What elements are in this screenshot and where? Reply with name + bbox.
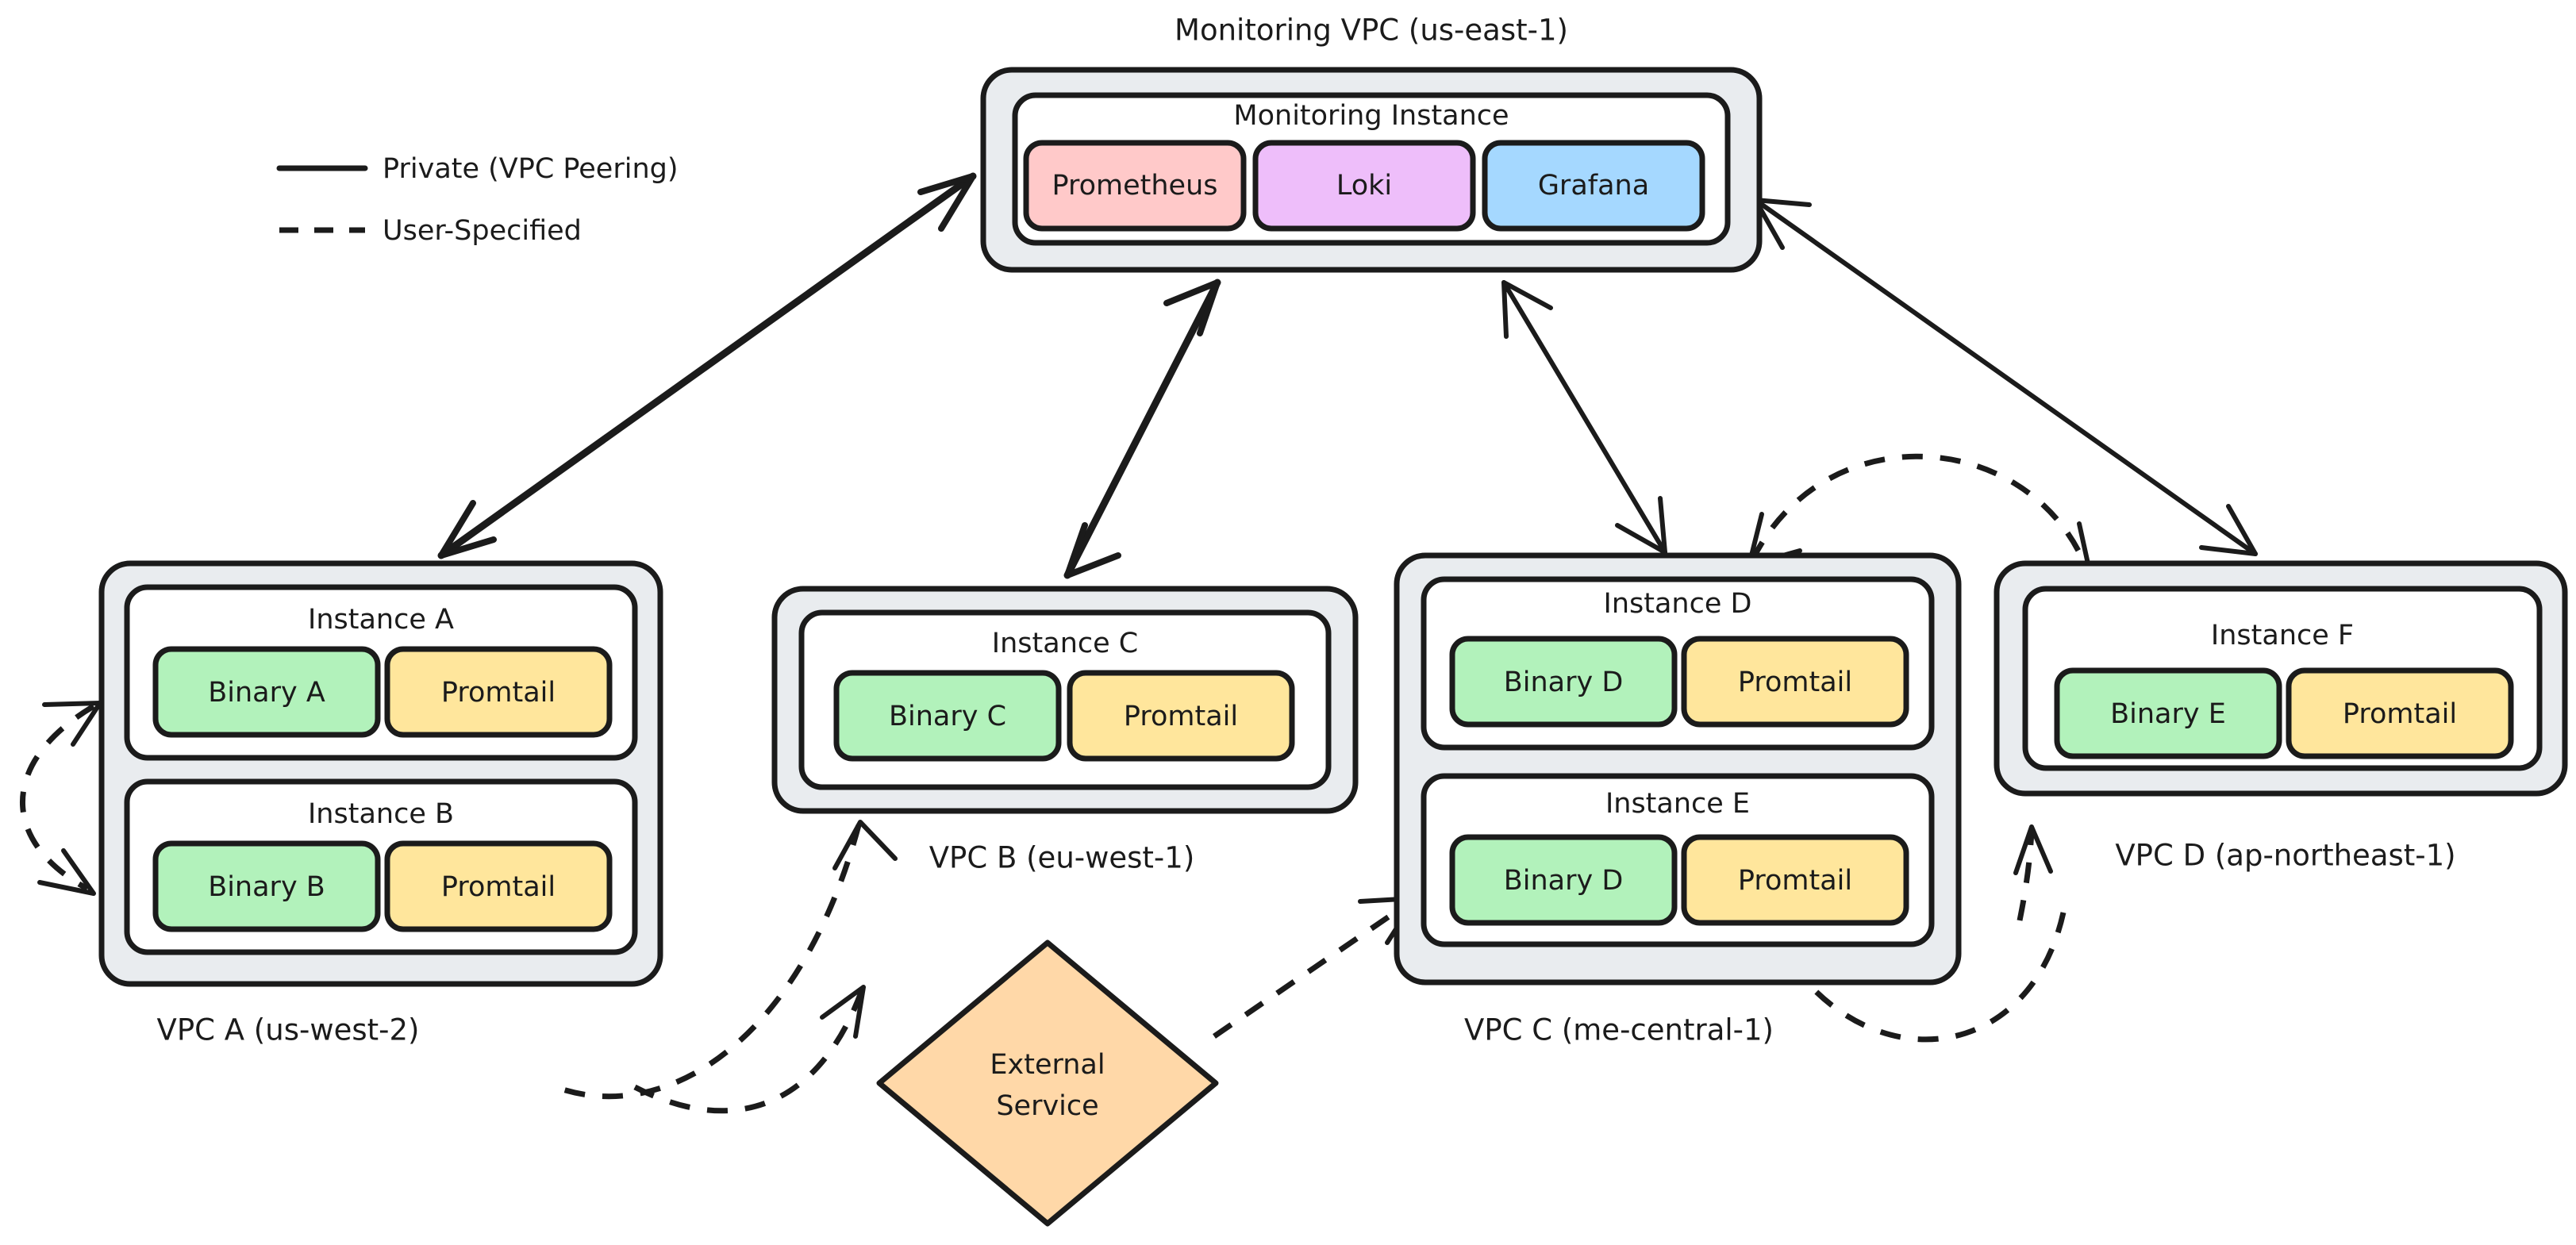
- vpc-c-title: VPC C (me-central-1): [1464, 1013, 1774, 1047]
- service-grafana-label: Grafana: [1538, 170, 1649, 202]
- instance-d-binary[interactable]: [1449, 636, 1678, 728]
- instance-f-promtail[interactable]: [2286, 667, 2514, 759]
- legend: Private (VPC Peering) User-Specified: [276, 153, 679, 247]
- instance-f-promtail-label: Promtail: [2343, 698, 2457, 730]
- instance-e-promtail[interactable]: [1681, 834, 1909, 926]
- service-prometheus-label: Prometheus: [1052, 170, 1217, 202]
- edge-monitoring-vpc-d: [1753, 198, 2258, 556]
- edge-instance-a-instance-b: [20, 701, 102, 896]
- instance-b-promtail[interactable]: [384, 840, 613, 932]
- edge-external-to-vpc-b: [633, 985, 866, 1114]
- instance-f-binary[interactable]: [2054, 667, 2282, 759]
- instance-b-binary-label: Binary B: [208, 871, 325, 903]
- vpc-a-title: VPC A (us-west-2): [157, 1013, 420, 1047]
- legend-label-private: Private (VPC Peering): [383, 153, 679, 185]
- service-loki[interactable]: [1252, 140, 1476, 232]
- instance-a-title: Instance A: [308, 604, 454, 636]
- vpc-b-title: VPC B (eu-west-1): [929, 841, 1195, 875]
- edge-vpc-b-to-vpc-a: [554, 820, 898, 1100]
- instance-b-promtail-label: Promtail: [441, 871, 556, 903]
- service-loki-label: Loki: [1336, 170, 1392, 202]
- edge-monitoring-vpc-b: [1063, 279, 1221, 579]
- instance-a-binary[interactable]: [152, 646, 381, 738]
- instance-c-promtail[interactable]: [1067, 670, 1295, 762]
- external-service-label-line1: External: [990, 1049, 1105, 1081]
- instance-c-promtail-label: Promtail: [1124, 701, 1238, 732]
- monitoring-instance-title: Monitoring Instance: [1233, 100, 1509, 132]
- instance-c-binary[interactable]: [833, 670, 1062, 762]
- vpc-a[interactable]: Instance A Binary A Promtail Instance B …: [98, 560, 663, 1047]
- edge-external-to-vpc-c: [1213, 896, 1418, 1039]
- instance-c-binary-label: Binary C: [889, 701, 1006, 732]
- service-grafana[interactable]: [1482, 140, 1705, 232]
- instance-e-promtail-label: Promtail: [1738, 865, 1852, 897]
- instance-d-promtail[interactable]: [1681, 636, 1909, 728]
- edge-monitoring-vpc-a: [437, 172, 977, 559]
- vpc-d-title: VPC D (ap-northeast-1): [2115, 839, 2455, 873]
- monitoring-vpc[interactable]: Monitoring VPC (us-east-1) Monitoring In…: [980, 13, 1763, 273]
- instance-f-title: Instance F: [2211, 620, 2354, 651]
- instance-e-binary-label: Binary D: [1504, 865, 1624, 897]
- instance-d-promtail-label: Promtail: [1738, 667, 1852, 698]
- instance-b-binary[interactable]: [152, 840, 381, 932]
- edge-vpc-d-entry: [2013, 824, 2053, 921]
- instance-d-binary-label: Binary D: [1504, 667, 1624, 698]
- instance-c-title: Instance C: [992, 628, 1138, 659]
- external-service[interactable]: External Service: [876, 940, 1219, 1227]
- external-service-label-line2: Service: [996, 1090, 1098, 1122]
- vpc-b[interactable]: Instance C Binary C Promtail VPC B (eu-w…: [771, 586, 1359, 875]
- instance-e-title: Instance E: [1605, 788, 1750, 820]
- instance-a-promtail-label: Promtail: [441, 677, 556, 709]
- instance-a-promtail[interactable]: [384, 646, 613, 738]
- instance-b-title: Instance B: [308, 798, 454, 830]
- edge-monitoring-vpc-c: [1501, 280, 1667, 555]
- external-service-shape[interactable]: [876, 940, 1219, 1227]
- instance-f-binary-label: Binary E: [2110, 698, 2226, 730]
- instance-a-binary-label: Binary A: [208, 677, 325, 709]
- vpc-c[interactable]: Instance D Binary D Promtail Instance E …: [1394, 552, 1962, 1047]
- vpc-d[interactable]: Instance F Binary E Promtail VPC D (ap-n…: [1994, 560, 2568, 873]
- legend-label-user-specified: User-Specified: [383, 215, 582, 247]
- instance-d-title: Instance D: [1604, 588, 1752, 620]
- monitoring-vpc-title: Monitoring VPC (us-east-1): [1175, 13, 1568, 48]
- service-prometheus[interactable]: [1023, 140, 1247, 232]
- instance-e-binary[interactable]: [1449, 834, 1678, 926]
